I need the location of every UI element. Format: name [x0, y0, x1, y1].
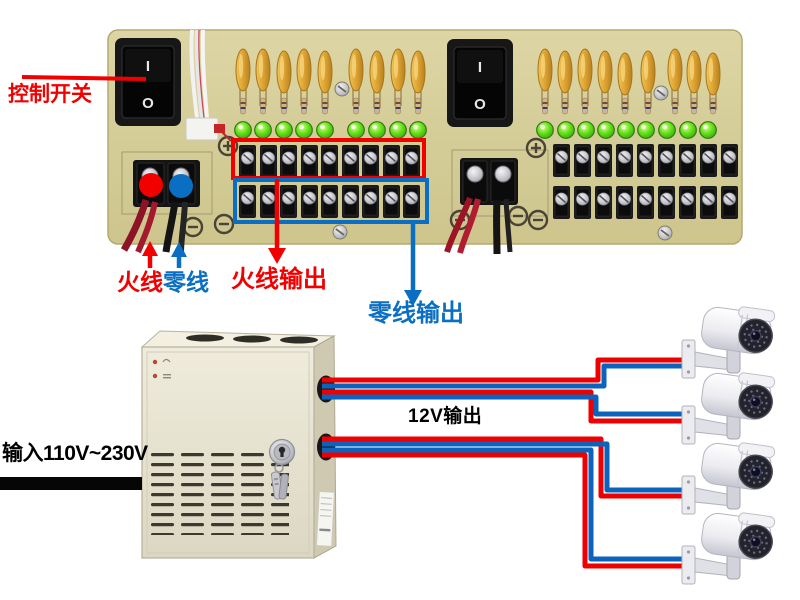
- camera2-blue-wire: [322, 394, 686, 417]
- dc-black-wire: [503, 198, 513, 253]
- screw-icon: [657, 225, 673, 241]
- camera4-blue-wire: [322, 447, 686, 562]
- terminal-row-right-bottom: [552, 185, 739, 220]
- live-wire-label: 火线: [117, 269, 163, 295]
- cable-harness: [185, 29, 232, 142]
- psu-box: [140, 330, 337, 559]
- neutral-output-arrowhead-icon: [404, 290, 422, 306]
- screw-icon: [334, 81, 350, 97]
- led-bank-left: [234, 121, 427, 139]
- input-voltage-banner-bar: [0, 477, 142, 490]
- live-terminal-marker: [139, 173, 163, 197]
- output-12v-label: 12V输出: [408, 406, 483, 427]
- live-input-wire: [120, 198, 150, 252]
- rocker-switch-2: [446, 38, 514, 128]
- dc-red-wire: [457, 198, 481, 254]
- input-voltage-label: 输入110V~230V: [2, 442, 148, 465]
- control-switch-pointer-line: [21, 75, 147, 81]
- led-bank-right: [536, 121, 717, 139]
- neutral-output-label: 零线输出: [368, 300, 464, 327]
- neutral-input-wire: [162, 201, 179, 253]
- cameras: [681, 300, 777, 585]
- psu-indicator-icon: [152, 373, 158, 379]
- bullet-cctv-camera-icon-3: [681, 436, 777, 515]
- camera3-red-wire: [322, 436, 686, 499]
- neutral-output-highlight-box: [233, 178, 429, 224]
- dc-wiring: [322, 357, 686, 569]
- neutral-terminal-marker: [169, 174, 193, 198]
- connector-led-icon: [214, 124, 225, 133]
- live-output-label: 火线输出: [231, 266, 327, 293]
- live-output-arrowhead-icon: [268, 248, 286, 264]
- bullet-cctv-camera-icon-2: [681, 366, 777, 445]
- screw-icon: [332, 224, 348, 240]
- rocker-switch-1: [114, 37, 182, 127]
- camera2-red-wire: [322, 389, 686, 424]
- bullet-cctv-camera-icon-4: [681, 506, 777, 585]
- camera3-blue-wire: [322, 441, 686, 493]
- live-input-wire: [135, 201, 158, 254]
- dc-red-wire: [444, 196, 473, 253]
- keys-icon: [270, 463, 289, 500]
- psu-indicator-icon: [152, 359, 158, 365]
- camera1-blue-wire: [322, 363, 686, 389]
- bullet-cctv-camera-icon-1: [681, 300, 777, 379]
- annotation-shapes: [21, 75, 429, 306]
- neutral-wire-label: 零线: [163, 269, 209, 295]
- dc-output-terminal-block: [444, 158, 518, 255]
- terminal-row-right-top: [552, 143, 739, 178]
- output-terminal-row-live: [238, 144, 421, 179]
- screw-icon: [653, 85, 669, 101]
- cam-lock-icon: [268, 438, 296, 466]
- spec-sticker: [316, 491, 335, 547]
- control-switch-label: 控制开关: [8, 83, 92, 106]
- camera1-red-wire: [322, 357, 686, 383]
- output-terminal-row-neutral: [238, 184, 421, 219]
- neutral-input-arrowhead-icon: [171, 242, 187, 257]
- live-input-arrowhead-icon: [142, 241, 158, 256]
- vent-louvers: [148, 453, 289, 535]
- camera4-red-wire: [322, 452, 686, 569]
